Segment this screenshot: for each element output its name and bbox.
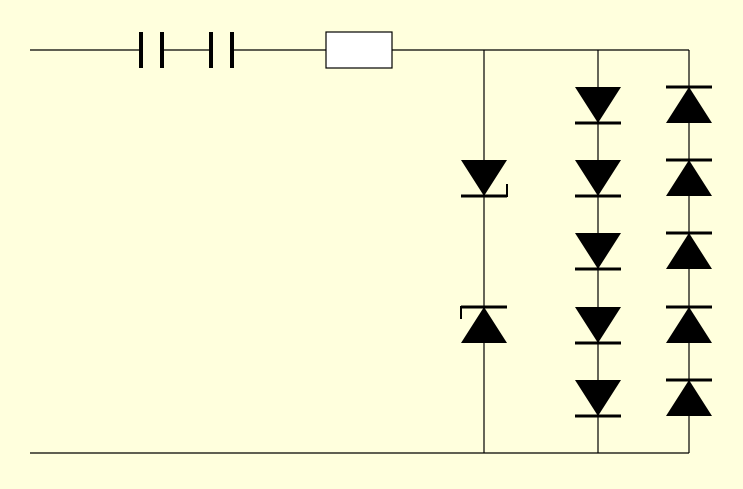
diode-up-5-triangle (666, 380, 712, 416)
diode-down-4-triangle (575, 307, 621, 343)
diode-down-5 (575, 380, 621, 418)
diode-down-2 (575, 160, 621, 198)
diode-up-2 (666, 158, 712, 196)
diode-up-2-triangle (666, 160, 712, 196)
capacitor-2 (209, 32, 234, 68)
diode-up-4 (666, 305, 712, 343)
diode-down-string (575, 87, 621, 418)
diode-up-1 (666, 85, 712, 123)
zener-diode-1 (461, 160, 508, 198)
diode-up-4-triangle (666, 307, 712, 343)
diode-down-3 (575, 233, 621, 271)
zener-diode-2-triangle (461, 307, 507, 343)
diode-down-1 (575, 87, 621, 125)
diode-up-5 (666, 378, 712, 416)
diode-down-2-triangle (575, 160, 621, 196)
zener-diode-2 (460, 305, 507, 343)
zener-branch (460, 160, 508, 343)
capacitor-1 (139, 32, 164, 68)
zener-diode-1-triangle (461, 160, 507, 196)
diode-down-3-triangle (575, 233, 621, 269)
diode-up-1-triangle (666, 87, 712, 123)
diode-down-5-triangle (575, 380, 621, 416)
diode-up-3 (666, 231, 712, 269)
diode-up-string (666, 85, 712, 416)
diode-up-3-triangle (666, 233, 712, 269)
diode-down-4 (575, 307, 621, 345)
resistor (325, 31, 393, 69)
diode-down-1-triangle (575, 87, 621, 123)
